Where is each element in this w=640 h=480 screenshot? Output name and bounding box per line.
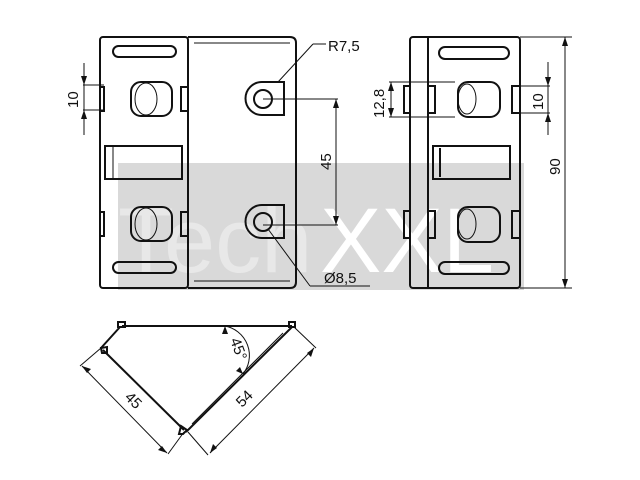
slot-height-label: 10 [65,91,82,108]
side-view: 12,8 10 90 [371,36,572,289]
diameter-label: Ø8,5 [324,270,357,287]
angle-label: 45° [226,336,250,363]
radius-label: R7,5 [328,38,360,55]
hole-spacing-label: 45 [318,153,335,170]
overall-height-label: 90 [547,158,564,175]
slot-height-inner-label: 10 [530,93,547,110]
top-view: 45° 45 54 [79,321,317,456]
front-view: R7,5 Ø8,5 45 10 [65,36,370,289]
slot-height-outer-label: 12,8 [371,89,388,118]
watermark: Tech XXL [118,163,524,292]
side-b-label: 54 [233,387,257,411]
